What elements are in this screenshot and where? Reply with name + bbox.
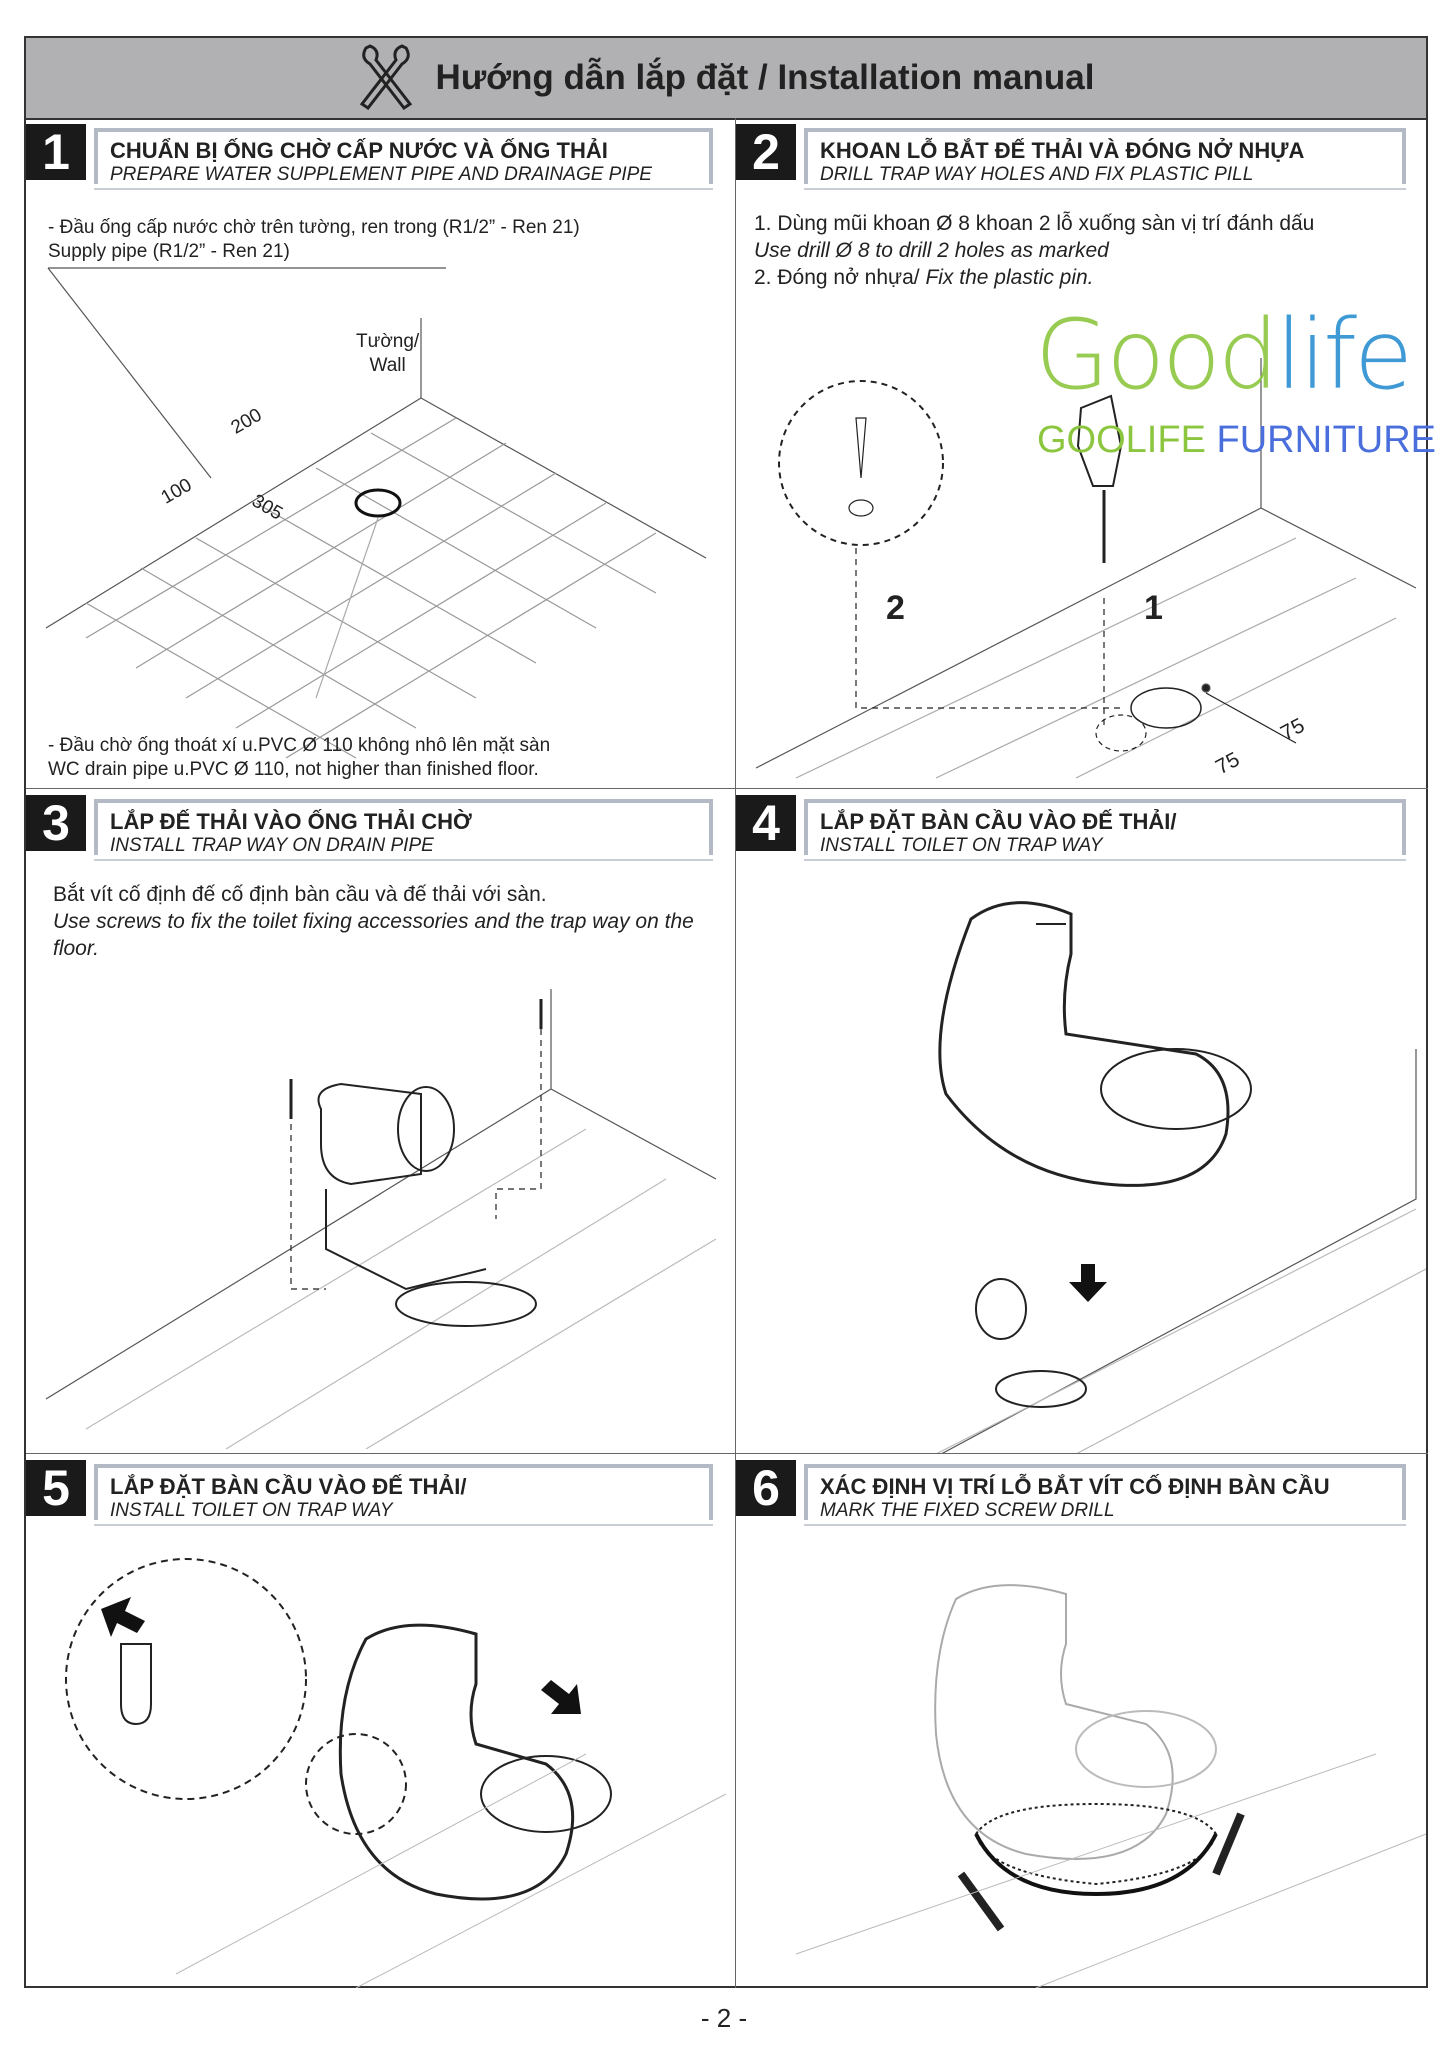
step-title-en: INSTALL TRAP WAY ON DRAIN PIPE (110, 835, 434, 856)
callout-1: 1 (1144, 589, 1163, 627)
note-vn: - Đầu chờ ống thoát xí u.PVC Ø 110 không… (48, 735, 551, 756)
wall-label-en: Wall (369, 355, 406, 376)
step-4-panel: 4 LẮP ĐẶT BÀN CẦU VÀO ĐẾ THẢI/ INSTALL T… (736, 789, 1428, 1454)
step-title-vn: CHUẨN BỊ ỐNG CHỜ CẤP NƯỚC VÀ ỐNG THẢI (110, 138, 608, 163)
watermark-sub: GOOLIFE FURNITURE (1037, 418, 1436, 462)
line1-en: Use drill Ø 8 to drill 2 holes as marked (754, 239, 1109, 262)
line1-vn: 1. Dùng mũi khoan Ø 8 khoan 2 lỗ xuống s… (754, 212, 1315, 235)
line2-vn: 2. Đóng nở nhựa/ (754, 266, 926, 289)
note-en: WC drain pipe u.PVC Ø 110, not higher th… (48, 759, 539, 780)
step-title-vn: XÁC ĐỊNH VỊ TRÍ LỖ BẮT VÍT CỐ ĐỊNH BÀN C… (820, 1474, 1330, 1499)
step-number: 5 (26, 1460, 86, 1516)
watermark-furniture: FURNITURE (1216, 419, 1437, 461)
step-number: 1 (26, 124, 86, 180)
note-en: Supply pipe (R1/2” - Ren 21) (48, 241, 290, 262)
page-number: - 2 - (700, 2003, 748, 2033)
drain-pipe-note: - Đầu chờ ống thoát xí u.PVC Ø 110 không… (48, 734, 550, 782)
step-title-vn: KHOAN LỖ BẮT ĐẾ THẢI VÀ ĐÓNG NỞ NHỰA (820, 138, 1305, 163)
step-title-en: PREPARE WATER SUPPLEMENT PIPE AND DRAINA… (110, 164, 652, 185)
step-number: 3 (26, 795, 86, 851)
floor-grid-illustration (45, 267, 707, 759)
watermark-goolife: GOOLIFE (1037, 419, 1217, 461)
note-vn: - Đầu ống cấp nước chờ trên tường, ren t… (48, 217, 580, 238)
step-title-en: MARK THE FIXED SCREW DRILL (820, 1500, 1115, 1521)
step-5-panel: 5 LẮP ĐẶT BÀN CẦU VÀO ĐẾ THẢI/ INSTALL T… (26, 1454, 736, 1988)
toilet-install-illustration (936, 901, 1427, 1453)
text-en: Use screws to fix the toilet fixing acce… (53, 910, 694, 960)
step-3-panel: 3 LẮP ĐẾ THẢI VÀO ỐNG THẢI CHỜ INSTALL T… (26, 789, 736, 1454)
supply-pipe-note: - Đầu ống cấp nước chờ trên tường, ren t… (48, 216, 580, 264)
line2-en: Fix the plastic pin. (925, 266, 1094, 289)
step-title-box: LẮP ĐẶT BÀN CẦU VÀO ĐẾ THẢI/ INSTALL TOI… (804, 799, 1406, 861)
step-number: 6 (736, 1460, 796, 1516)
step-1-panel: 1 CHUẨN BỊ ỐNG CHỜ CẤP NƯỚC VÀ ỐNG THẢI … (26, 118, 736, 789)
wall-label-vn: Tường/ (356, 331, 420, 352)
toilet-push-illustration (65, 1558, 727, 1988)
step-title-en: DRILL TRAP WAY HOLES AND FIX PLASTIC PIL… (820, 164, 1254, 185)
trap-way-illustration (45, 989, 717, 1450)
step-title-vn: LẮP ĐẶT BÀN CẦU VÀO ĐẾ THẢI/ (110, 1474, 467, 1499)
step-number: 4 (736, 795, 796, 851)
down-arrow-icon (1069, 1264, 1107, 1302)
page-header: Hướng dẫn lắp đặt / Installation manual (26, 38, 1426, 120)
step-title-box: LẮP ĐẶT BÀN CẦU VÀO ĐẾ THẢI/ INSTALL TOI… (94, 1464, 713, 1526)
step-title-en: INSTALL TOILET ON TRAP WAY (820, 835, 1103, 856)
step-title-vn: LẮP ĐẶT BÀN CẦU VÀO ĐẾ THẢI/ (820, 809, 1177, 834)
tools-icon (359, 44, 412, 111)
step-number: 2 (736, 124, 796, 180)
goodlife-watermark-logo: Goodlife GOOLIFE FURNITURE (1035, 300, 1436, 470)
step-title-box: XÁC ĐỊNH VỊ TRÍ LỖ BẮT VÍT CỐ ĐỊNH BÀN C… (804, 1464, 1406, 1526)
step-title-box: KHOAN LỖ BẮT ĐẾ THẢI VÀ ĐÓNG NỞ NHỰA DRI… (804, 128, 1406, 190)
step-2-panel: 2 KHOAN LỖ BẮT ĐẾ THẢI VÀ ĐÓNG NỞ NHỰA D… (736, 118, 1428, 789)
manual-page-frame: Hướng dẫn lắp đặt / Installation manual … (24, 36, 1428, 1988)
text-vn: Bắt vít cố định đế cố định bàn cầu và đế… (53, 883, 547, 906)
drill-illustration (755, 358, 1417, 779)
step-title-box: CHUẨN BỊ ỐNG CHỜ CẤP NƯỚC VÀ ỐNG THẢI PR… (94, 128, 713, 190)
watermark-good: Good (1035, 299, 1279, 411)
left-arrow-icon (101, 1597, 145, 1637)
page-title: Hướng dẫn lắp đặt / Installation manual (435, 58, 1095, 97)
step-title-vn: LẮP ĐẾ THẢI VÀO ỐNG THẢI CHỜ (110, 809, 472, 834)
mark-screw-illustration (795, 1584, 1427, 1988)
screw-instructions: Bắt vít cố định đế cố định bàn cầu và đế… (53, 881, 713, 962)
watermark-life: life (1275, 299, 1413, 411)
push-arrow-icon (541, 1680, 581, 1714)
step-title-box: LẮP ĐẾ THẢI VÀO ỐNG THẢI CHỜ INSTALL TRA… (94, 799, 713, 861)
callout-2: 2 (886, 589, 905, 627)
watermark-word: Goodlife (1035, 299, 1413, 411)
wall-label: Tường/ Wall (356, 330, 419, 378)
drill-instructions: 1. Dùng mũi khoan Ø 8 khoan 2 lỗ xuống s… (754, 210, 1314, 291)
step-title-en: INSTALL TOILET ON TRAP WAY (110, 1500, 393, 1521)
step-6-panel: 6 XÁC ĐỊNH VỊ TRÍ LỖ BẮT VÍT CỐ ĐỊNH BÀN… (736, 1454, 1428, 1988)
